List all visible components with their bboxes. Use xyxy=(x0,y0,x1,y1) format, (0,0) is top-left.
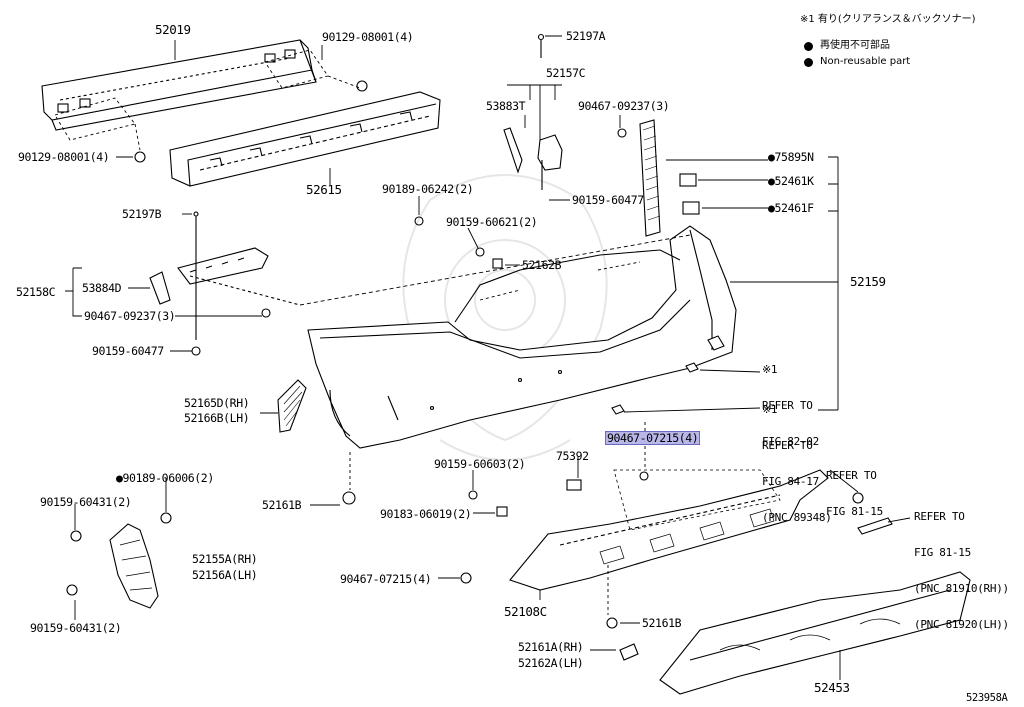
side-reflector xyxy=(277,379,307,433)
part-label-52197b[interactable]: 52197B xyxy=(122,207,162,221)
part-label-52461f[interactable]: ●52461F xyxy=(768,201,814,215)
legend-note: ※1 有り(クリアランス＆バックソナー) xyxy=(800,14,976,25)
rear-diffuser xyxy=(659,571,971,695)
part-label-90467-09237[interactable]: 90467-09237(3) xyxy=(84,309,176,323)
part-label-90467-09237[interactable]: 90467-09237(3) xyxy=(578,99,670,113)
ref-line: REFER TO xyxy=(762,439,813,452)
legend-ja: 再使用不可部品 xyxy=(820,40,890,51)
part-label-90183-06019[interactable]: 90183-06019(2) xyxy=(380,507,472,521)
part-label-52019[interactable]: 52019 xyxy=(155,22,191,37)
part-label-90159-60603[interactable]: 90159-60603(2) xyxy=(434,457,526,471)
reference-fig-82-02[interactable]: ※1 REFER TO FIG 82-02 xyxy=(762,340,819,460)
ref-line: (PNC 89348) xyxy=(762,511,832,524)
part-label-52162b[interactable]: 52162B xyxy=(522,258,562,272)
ref-line: FIG 82-02 xyxy=(762,435,819,448)
part-label-52615[interactable]: 52615 xyxy=(306,182,342,197)
part-label-53884d[interactable]: 53884D xyxy=(82,281,122,295)
bumper-bracket-lh xyxy=(149,211,301,340)
reference-fig-84-17[interactable]: ※1 REFER TO FIG 84-17 (PNC 89348) xyxy=(762,380,832,536)
part-label-90159-60621[interactable]: 90159-60621(2) xyxy=(446,215,538,229)
part-label-52461k[interactable]: ●52461K xyxy=(768,174,814,188)
part-label-52158c[interactable]: 52158C xyxy=(16,285,56,299)
legend-en: Non-reusable part xyxy=(820,56,911,67)
side-bracket xyxy=(66,512,172,609)
part-label-52156a[interactable]: 52156A(LH) xyxy=(192,568,258,582)
part-label-90129-08001[interactable]: 90129-08001(4) xyxy=(18,150,110,164)
ref-line: REFER TO xyxy=(762,399,813,412)
part-label-90159-60477[interactable]: 90159-60477 xyxy=(92,344,164,358)
ref-line: ※1 xyxy=(762,403,778,416)
ref-line: REFER TO xyxy=(914,510,965,523)
energy-absorber xyxy=(169,91,441,187)
part-label-52155a[interactable]: 52155A(RH) xyxy=(192,552,258,566)
ref-line: REFER TO xyxy=(826,469,877,482)
part-label-90467-07215[interactable]: 90467-07215(4) xyxy=(340,572,432,586)
part-label-90189-06242[interactable]: 90189-06242(2) xyxy=(382,182,474,196)
part-label-52157c[interactable]: 52157C xyxy=(546,66,586,80)
reflector-parts xyxy=(639,119,700,237)
ref-line: FIG 81-15 xyxy=(914,546,971,559)
part-label-52166b[interactable]: 52166B(LH) xyxy=(184,411,250,425)
ref-line: FIG 81-15 xyxy=(826,505,883,518)
part-label-52161b[interactable]: 52161B xyxy=(642,616,682,630)
rear-bumper-cover xyxy=(307,225,737,449)
ref-line: ※1 xyxy=(762,363,778,376)
part-label-75895n[interactable]: ●75895N xyxy=(768,150,814,164)
ref-line: FIG 84-17 xyxy=(762,475,819,488)
part-label-52161a[interactable]: 52161A(RH) xyxy=(518,640,584,654)
part-label-52165d[interactable]: 52165D(RH) xyxy=(184,396,250,410)
reinforcement-beam xyxy=(41,39,317,131)
part-label-90129-08001[interactable]: 90129-08001(4) xyxy=(322,30,414,44)
reference-fig-81-15-side[interactable]: REFER TO FIG 81-15 (PNC 81910(RH)) (PNC … xyxy=(914,487,1009,643)
reference-fig-81-15-top[interactable]: REFER TO FIG 81-15 xyxy=(826,446,883,530)
part-label-53883t[interactable]: 53883T xyxy=(486,99,526,113)
part-label-52453[interactable]: 52453 xyxy=(814,680,850,695)
figure-number: 523958A xyxy=(966,692,1008,704)
part-label-75392[interactable]: 75392 xyxy=(556,449,589,463)
lower-cover xyxy=(509,469,829,591)
part-label-90159-60431[interactable]: 90159-60431(2) xyxy=(30,621,122,635)
ref-line: (PNC 81920(LH)) xyxy=(914,618,1009,631)
part-label-90189-06006[interactable]: ●90189-06006(2) xyxy=(116,471,214,485)
part-label-52197a[interactable]: 52197A xyxy=(566,29,606,43)
part-label-52161b[interactable]: 52161B xyxy=(262,498,302,512)
part-label-52162a[interactable]: 52162A(LH) xyxy=(518,656,584,670)
part-label-52108c[interactable]: 52108C xyxy=(504,604,547,619)
bumper-bracket-rh xyxy=(503,33,563,190)
part-label-52159[interactable]: 52159 xyxy=(850,274,886,289)
legend-dot-icon xyxy=(804,42,813,51)
part-label-90159-60477[interactable]: 90159-60477 xyxy=(572,193,644,207)
part-label-90159-60431[interactable]: 90159-60431(2) xyxy=(40,495,132,509)
part-label-90467-07215-highlighted[interactable]: 90467-07215(4) xyxy=(604,431,701,445)
leader-lines xyxy=(65,35,911,680)
legend-dot-icon xyxy=(804,58,813,67)
ref-line: (PNC 81910(RH)) xyxy=(914,582,1009,595)
fasteners xyxy=(134,80,893,661)
